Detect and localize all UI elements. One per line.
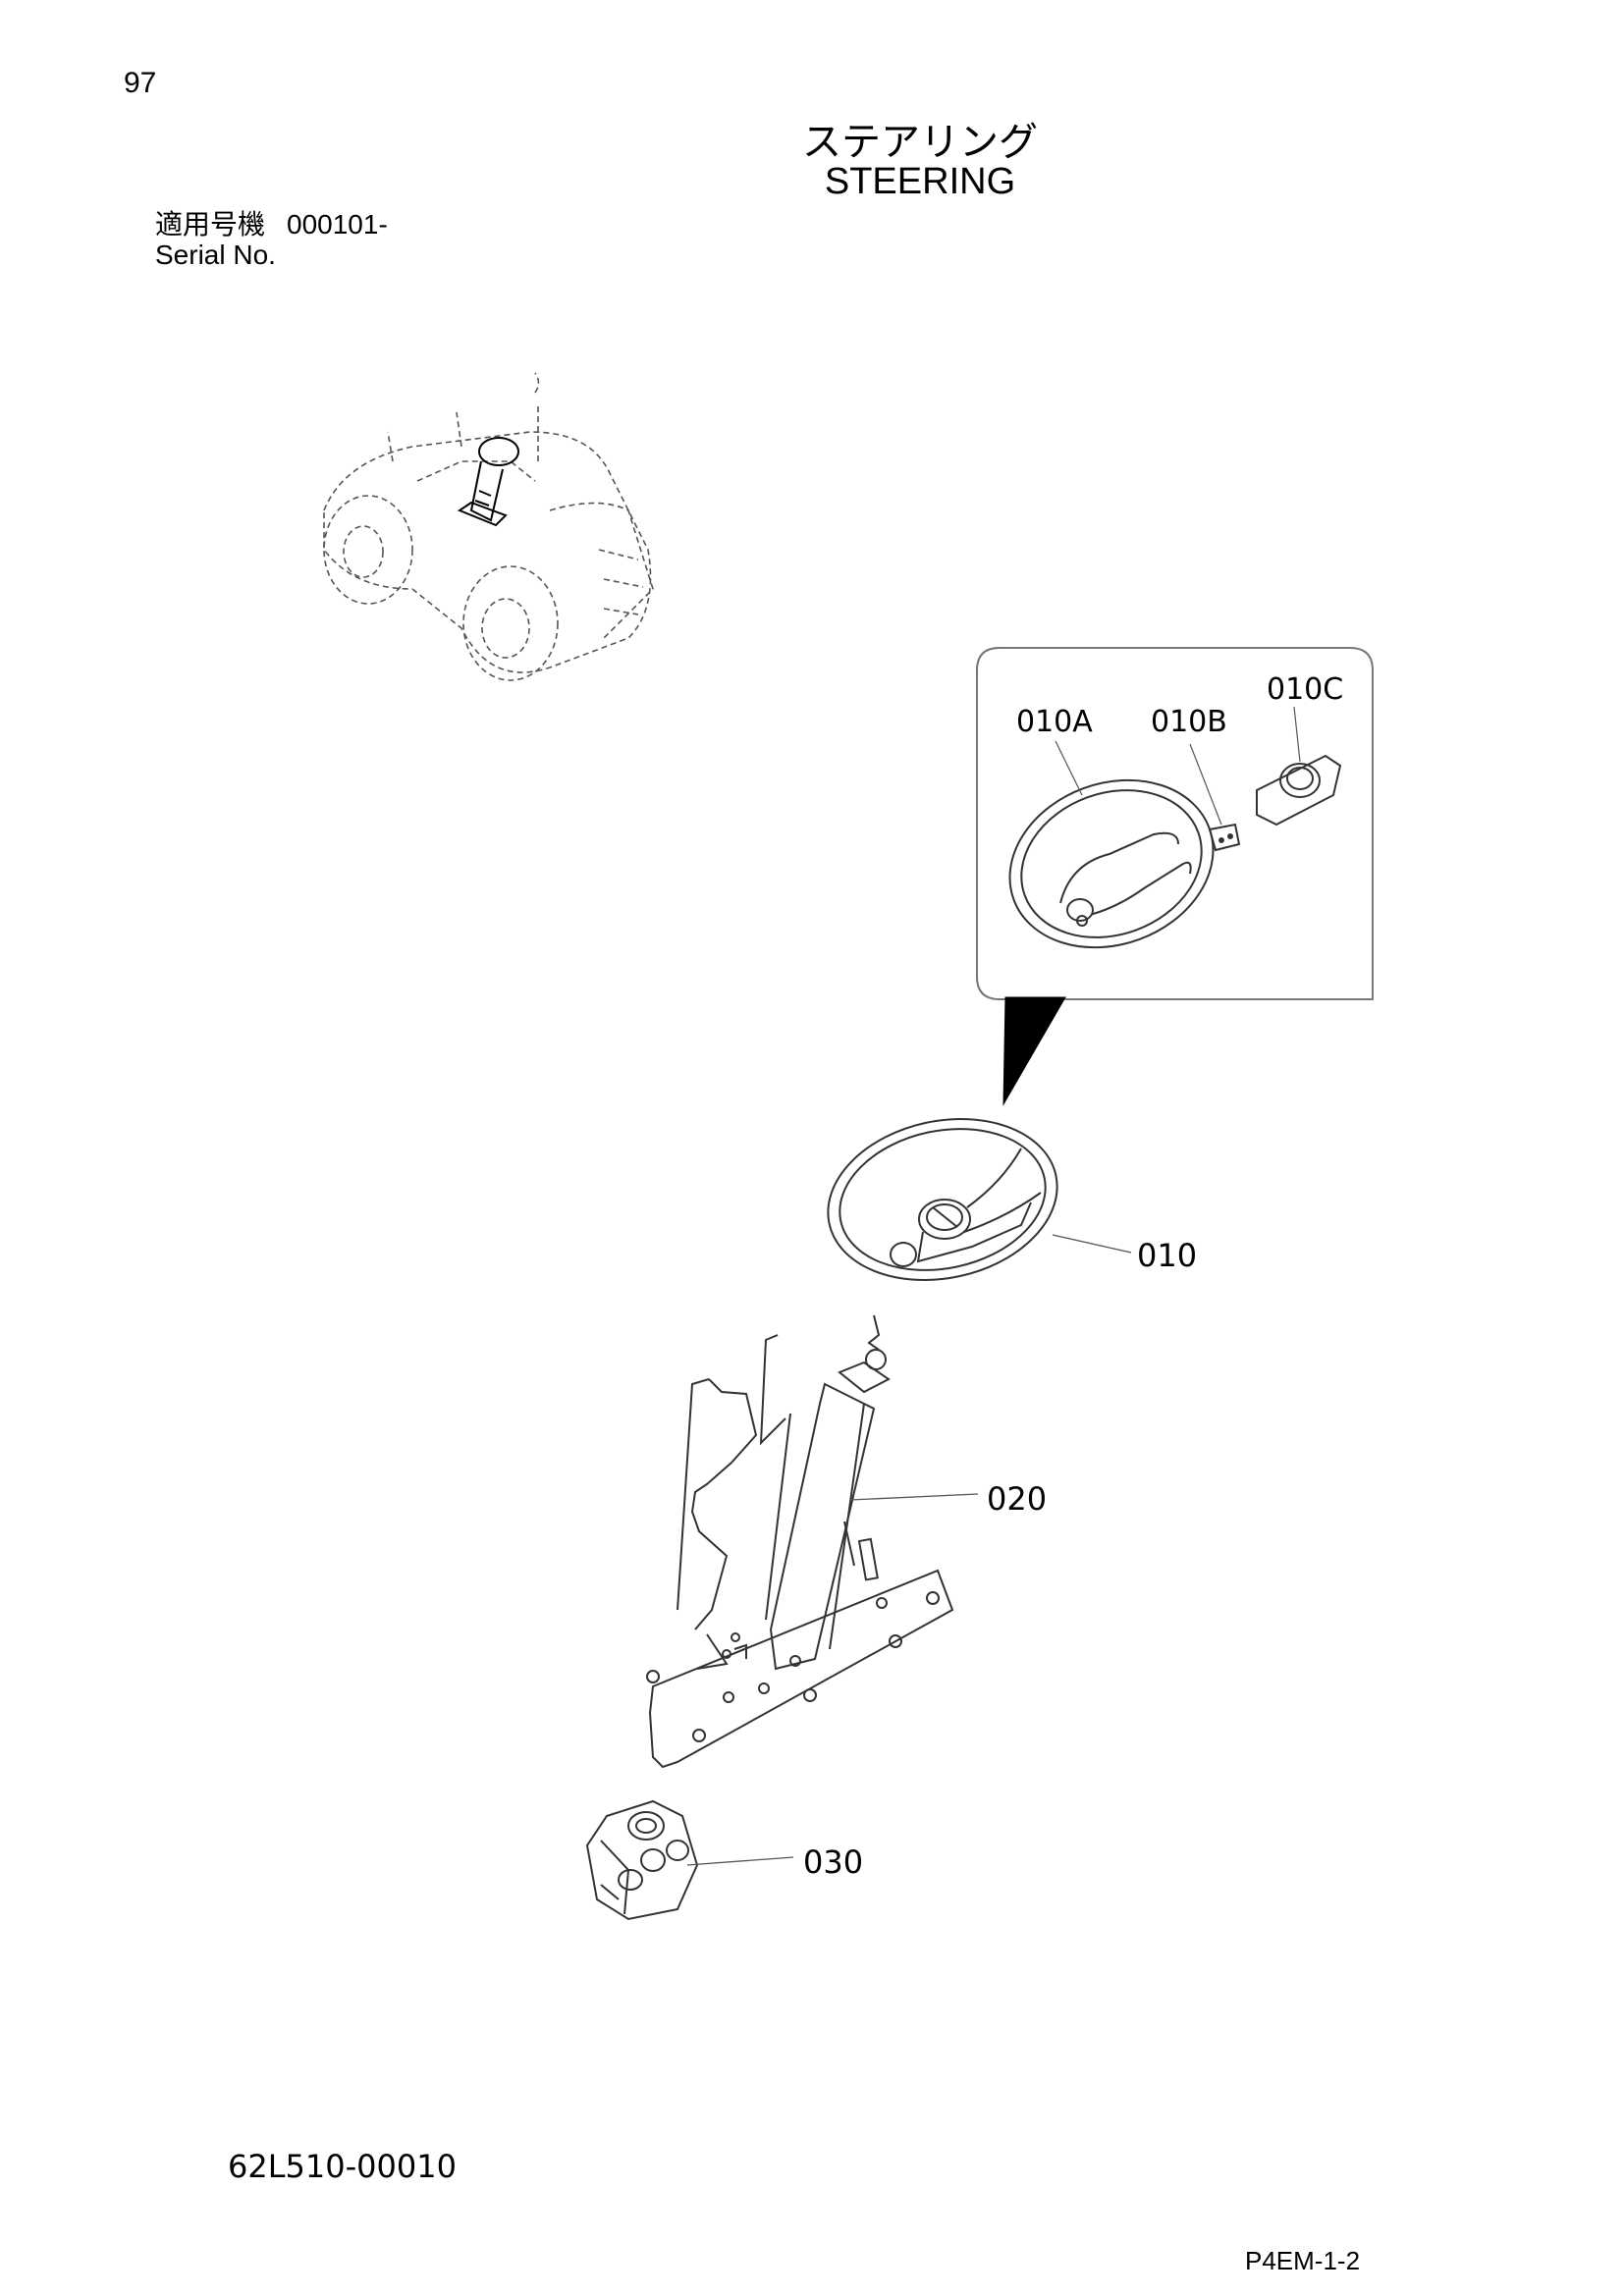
cap-detail-drawing: [1256, 754, 1342, 827]
wheel-detail-drawing: [1008, 778, 1215, 949]
steering-column-drawing: [646, 1314, 954, 1769]
page-title-english: STEERING: [824, 161, 1016, 202]
page-number: 97: [124, 67, 157, 99]
detail-leader-lines: [1055, 706, 1301, 826]
callout-pointer: [1002, 996, 1066, 1106]
tractor-steering-highlight: [457, 437, 519, 527]
serial-value: 000101-: [287, 209, 388, 240]
page-title-japanese: ステアリング: [802, 120, 1038, 165]
callout-label-010A: 010A: [1016, 705, 1093, 739]
serial-label-english: Serial No.: [155, 240, 276, 270]
document-number: 62L510-00010: [228, 2148, 457, 2185]
callout-label-010B: 010B: [1151, 705, 1227, 739]
serial-range: 適用号機 000101-: [155, 203, 388, 242]
serial-label-japanese: 適用号機: [155, 208, 266, 240]
callout-label-030: 030: [803, 1843, 863, 1881]
callout-label-020: 020: [987, 1480, 1047, 1518]
steering-wheel-drawing: [827, 1117, 1058, 1282]
steering-valve-drawing: [585, 1799, 699, 1921]
leader-lines: [686, 1234, 1132, 1866]
callout-label-010C: 010C: [1267, 672, 1343, 707]
detail-callout-box: 010A 010B 010C: [976, 647, 1374, 1106]
tractor-locator-sketch: [323, 372, 654, 681]
callout-label-010: 010: [1137, 1237, 1197, 1274]
page-code: P4EM-1-2: [1245, 2246, 1361, 2275]
clip-detail-drawing: [1208, 823, 1241, 852]
